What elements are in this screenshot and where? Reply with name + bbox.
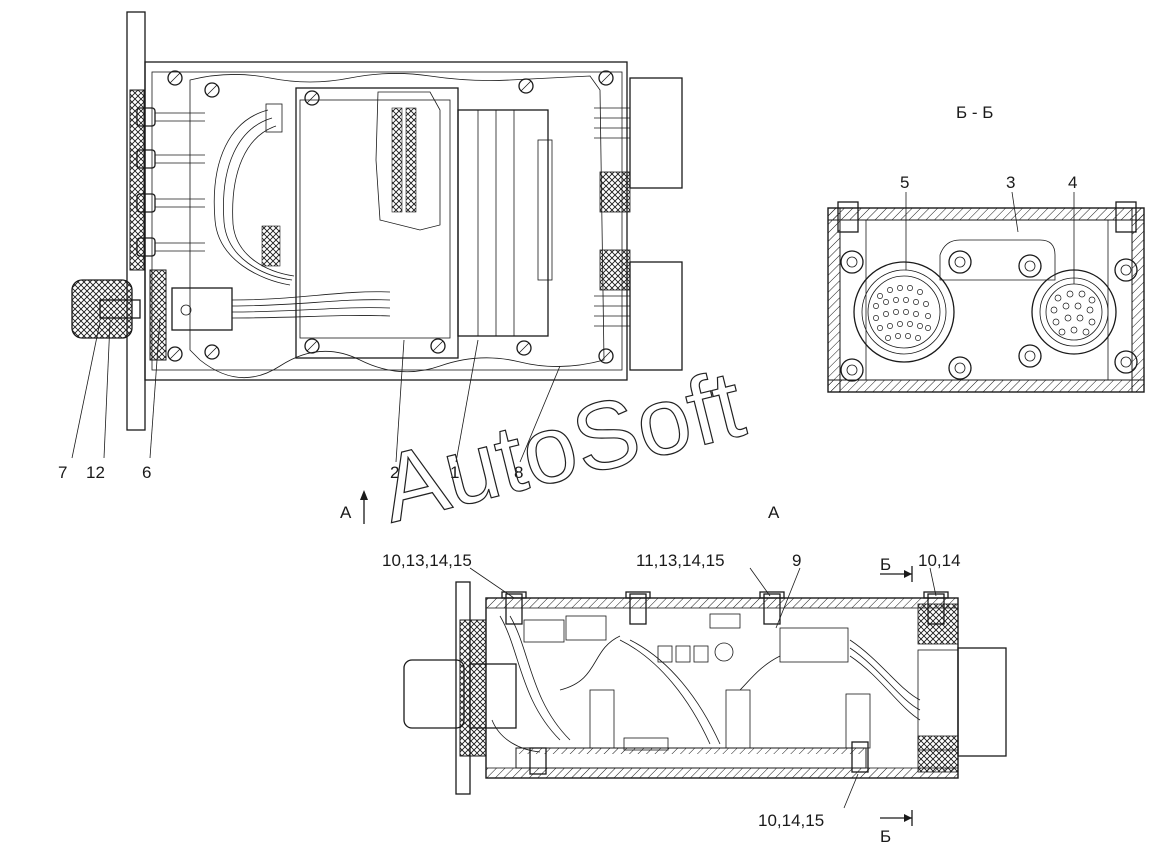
section-bb-title: Б - Б — [956, 103, 993, 122]
rear-connector-upper — [629, 77, 683, 189]
cutaway-boundary — [189, 73, 605, 378]
callout-1: 1 — [450, 463, 459, 482]
view-arrow-a: А — [340, 503, 352, 522]
cut-mark-top: Б — [880, 555, 891, 574]
callout-10-13-14-15: 10,13,14,15 — [382, 551, 472, 570]
callout-5: 5 — [900, 173, 909, 192]
callout-3: 3 — [1006, 173, 1015, 192]
callout-2: 2 — [390, 463, 399, 482]
callout-12: 12 — [86, 463, 105, 482]
connector-5 — [853, 261, 955, 363]
view-a-rear-connector — [957, 647, 1007, 757]
cut-mark-bottom: Б — [880, 827, 891, 846]
callout-9: 9 — [792, 551, 801, 570]
transformer — [457, 109, 549, 337]
section-nuts — [840, 250, 1138, 382]
rotary-knob — [71, 279, 133, 339]
panel-hatched-strip — [129, 89, 145, 271]
callout-10-14: 10,14 — [918, 551, 961, 570]
section-bb-drawing — [827, 191, 1145, 393]
top-view-drawing — [71, 11, 683, 524]
housing-outline — [144, 61, 628, 381]
switch-body — [171, 287, 233, 331]
callout-6: 6 — [142, 463, 151, 482]
watermark-text: AutoSoft — [370, 350, 753, 543]
callout-11-13-14-15: 11,13,14,15 — [636, 551, 725, 570]
view-a-knob — [403, 659, 465, 729]
section-outline — [827, 207, 1145, 393]
callout-7: 7 — [58, 463, 67, 482]
callout-4: 4 — [1068, 173, 1077, 192]
view-a-drawing — [403, 566, 1007, 826]
pcb-pin-rows — [391, 107, 417, 213]
top-view-screws — [167, 70, 614, 364]
callout-10-14-15: 10,14,15 — [758, 811, 824, 830]
callout-8: 8 — [514, 463, 523, 482]
view-a-title: А — [768, 503, 780, 522]
led-indicators — [136, 107, 205, 257]
rear-connector-lower — [629, 261, 683, 371]
